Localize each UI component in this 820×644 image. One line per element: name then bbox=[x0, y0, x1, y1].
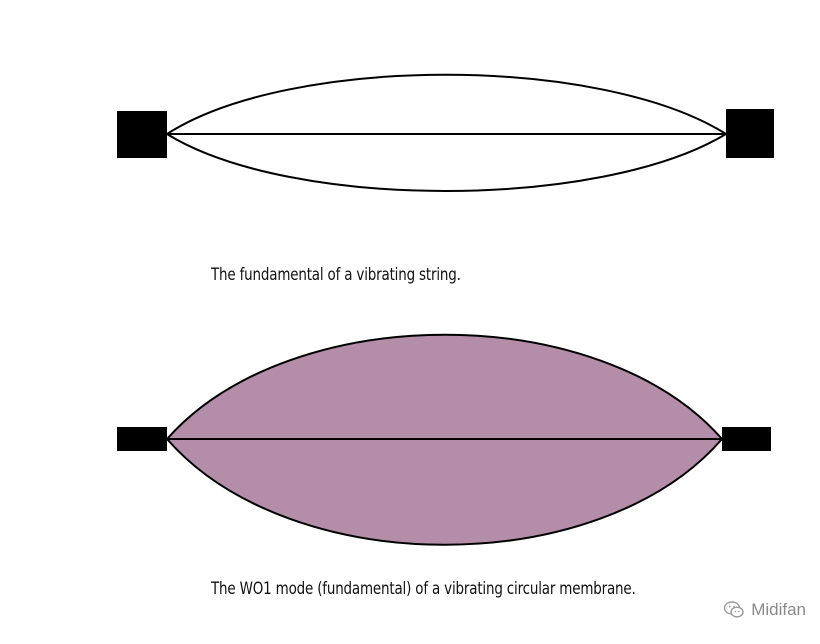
membrane-left-anchor bbox=[117, 427, 167, 451]
watermark: Midifan bbox=[723, 600, 806, 620]
wechat-icon bbox=[723, 600, 745, 620]
string-diagram bbox=[117, 73, 774, 192]
string-upper-envelope bbox=[166, 73, 727, 135]
string-caption: The fundamental of a vibrating string. bbox=[211, 265, 461, 285]
string-lower-envelope bbox=[166, 133, 727, 192]
right-anchor-block bbox=[726, 109, 774, 158]
watermark-text: Midifan bbox=[751, 600, 806, 619]
membrane-diagram bbox=[117, 333, 771, 546]
membrane-right-anchor bbox=[722, 427, 771, 451]
membrane-caption: The WO1 mode (fundamental) of a vibratin… bbox=[211, 579, 636, 599]
left-anchor-block bbox=[117, 111, 167, 158]
